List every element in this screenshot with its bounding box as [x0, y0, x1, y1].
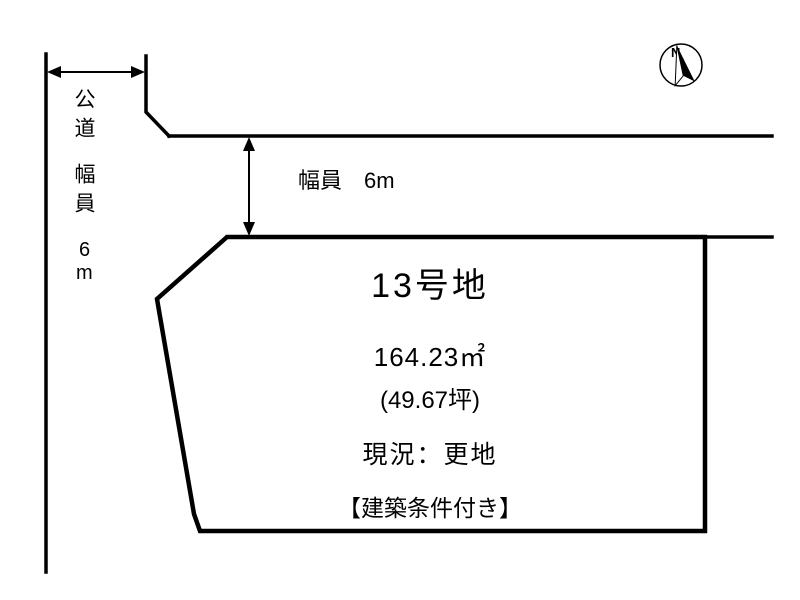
front-road-width-arrow — [243, 137, 255, 236]
lot-info: 13号地 164.23㎡ (49.67坪) 現況：更地 【建築条件付き】 — [210, 258, 650, 523]
lot-name: 13号地 — [371, 267, 489, 305]
lot-area-tsubo: (49.67坪) — [379, 387, 481, 414]
left-road-width-label: 幅員 — [72, 163, 95, 221]
front-road-width-label: 幅員 6m — [298, 168, 395, 193]
left-road-width-value: 6 — [79, 239, 91, 261]
lot-area-m2: 164.23㎡ — [373, 342, 487, 372]
left-road-name: 公道 — [72, 88, 95, 146]
lot-status: 現況：更地 — [362, 441, 498, 469]
compass: N — [659, 43, 703, 88]
left-road-width-arrow — [47, 66, 145, 78]
lot-boundary — [154, 234, 708, 534]
lot-note: 【建築条件付き】 — [338, 495, 522, 521]
left-road-east-edge — [144, 54, 172, 139]
compass-north-label: N — [671, 45, 680, 60]
left-road-width-unit: m — [76, 262, 93, 284]
